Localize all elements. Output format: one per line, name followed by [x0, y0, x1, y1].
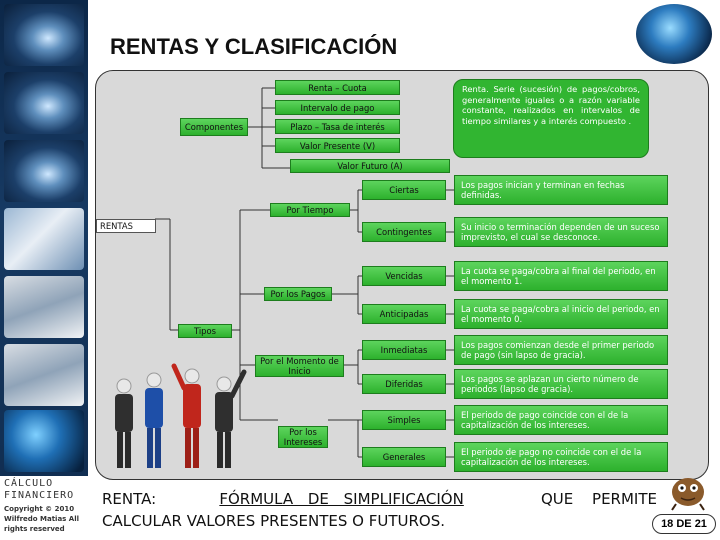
group-por-los-pagos: Por los Pagos [264, 287, 332, 301]
copyright-text: Copyright © 2010 Wilfredo Matias All rig… [4, 505, 80, 533]
types-node: Tipos [178, 324, 232, 338]
desc-contingentes: Su inicio o terminación dependen de un s… [454, 217, 668, 247]
group-por-los-intereses: Por los Intereses [278, 426, 328, 448]
globe-icon [636, 4, 712, 64]
eye-image [4, 72, 84, 134]
page-indicator: 18 DE 21 [652, 514, 716, 534]
statement-rest-line-1: QUE PERMITE [522, 490, 657, 508]
statement-underlined: FÓRMULA DE SIMPLIFICACIÓN [219, 490, 464, 508]
type-vencidas: Vencidas [362, 266, 446, 286]
type-inmediatas: Inmediatas [362, 340, 446, 360]
statement-line-1: RENTA: FÓRMULA DE SIMPLIFICACIÓN QUE PER… [102, 488, 657, 510]
renta-statement: RENTA: FÓRMULA DE SIMPLIFICACIÓN QUE PER… [102, 488, 657, 532]
component-valor-futuro: Valor Futuro (A) [290, 159, 450, 173]
left-decorative-strip [0, 0, 88, 540]
eye-image [4, 4, 84, 66]
root-rentas: RENTAS [96, 219, 156, 233]
desc-generales: El periodo de pago no coincide con el de… [454, 442, 668, 472]
component-valor-presente: Valor Presente (V) [275, 138, 400, 153]
type-anticipadas: Anticipadas [362, 304, 446, 324]
component-plazo-tasa: Plazo – Tasa de interés [275, 119, 400, 134]
hand-image [4, 208, 84, 270]
type-contingentes: Contingentes [362, 222, 446, 242]
components-node: Componentes [180, 118, 248, 136]
desc-inmediatas: Los pagos comienzan desde el primer peri… [454, 335, 668, 365]
type-diferidas: Diferidas [362, 374, 446, 394]
business-figures-illustration [115, 363, 247, 468]
slide-title: RENTAS Y CLASIFICACIÓN [110, 34, 398, 59]
group-por-tiempo: Por Tiempo [270, 203, 350, 217]
type-ciertas: Ciertas [362, 180, 446, 200]
mascot-icon [671, 478, 705, 511]
cube-image [4, 276, 84, 338]
desc-simples: El periodo de pago coincide con el de la… [454, 405, 668, 435]
globe-image [4, 410, 84, 472]
course-title: CÁLCULO FINANCIERO [4, 478, 75, 501]
type-generales: Generales [362, 447, 446, 467]
group-por-el-momento-de-inicio: Por el Momento de Inicio [255, 355, 344, 377]
component-intervalo-pago: Intervalo de pago [275, 100, 400, 115]
statement-prefix: RENTA: [102, 490, 161, 508]
statement-line-2: CALCULAR VALORES PRESENTES O FUTUROS. [102, 512, 446, 530]
course-label: CÁLCULO FINANCIERO Copyright © 2010 Wilf… [0, 476, 88, 540]
component-renta-cuota: Renta – Cuota [275, 80, 400, 95]
type-simples: Simples [362, 410, 446, 430]
renta-definition: Renta. Serie (sucesión) de pagos/cobros,… [453, 79, 649, 158]
cube-image [4, 344, 84, 406]
eye-image [4, 140, 84, 202]
desc-anticipadas: La cuota se paga/cobra al inicio del per… [454, 299, 668, 329]
desc-ciertas: Los pagos inician y terminan en fechas d… [454, 175, 668, 205]
desc-diferidas: Los pagos se aplazan un cierto número de… [454, 369, 668, 399]
desc-vencidas: La cuota se paga/cobra al final del peri… [454, 261, 668, 291]
